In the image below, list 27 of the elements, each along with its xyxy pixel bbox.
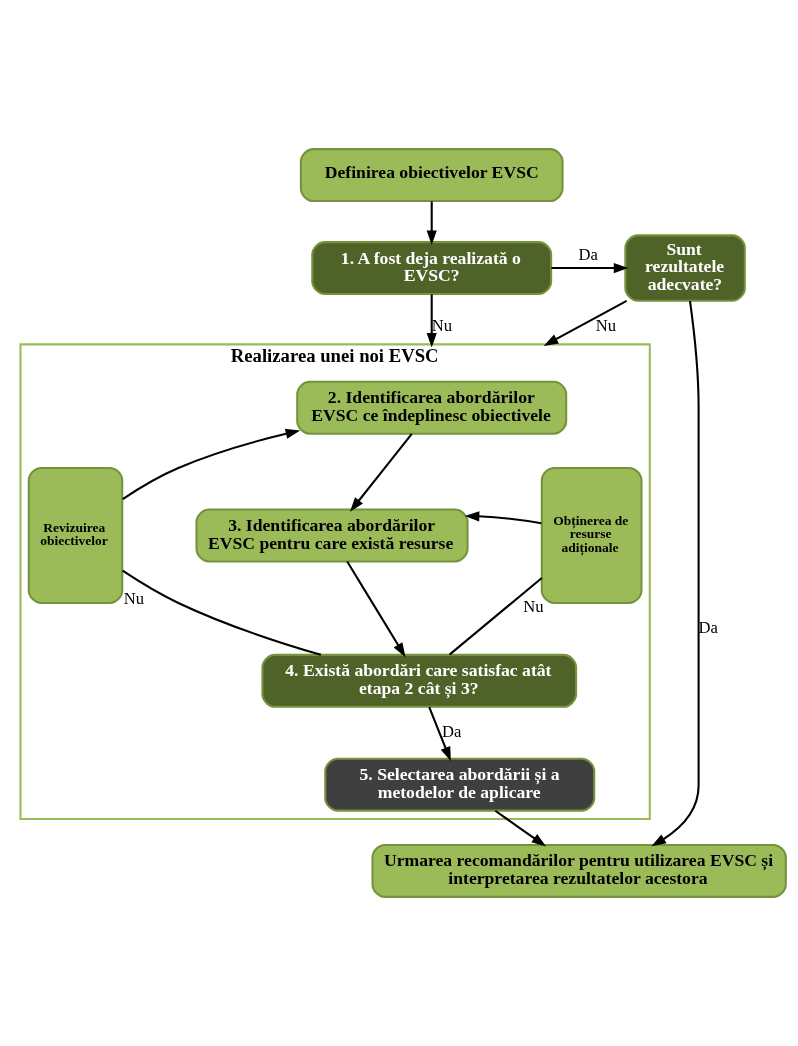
node-box: Obținerea de resurse adiționale bbox=[540, 466, 643, 604]
node-box: 1. A fost deja realizată o EVSC? bbox=[311, 241, 553, 296]
arrow bbox=[346, 560, 406, 658]
arrow bbox=[349, 433, 413, 512]
edge-label: Nu bbox=[123, 588, 145, 608]
connector bbox=[122, 569, 322, 656]
arrow bbox=[651, 300, 700, 847]
arrow bbox=[426, 294, 437, 348]
node-box: Urmarea recomandărilor pentru utilizarea EVSC și interpretarea rezultatelor acestora bbox=[371, 843, 787, 898]
arrow bbox=[464, 511, 542, 525]
arrow bbox=[543, 299, 628, 346]
edge-label: Da bbox=[442, 721, 462, 741]
connector bbox=[448, 577, 543, 656]
arrow bbox=[426, 201, 437, 245]
edge-label: Nu bbox=[595, 315, 617, 335]
arrow bbox=[428, 706, 451, 762]
node-box: 2. Identificarea abordărilor EVSC ce îndeplinesc obiectivele bbox=[296, 380, 568, 435]
arrow bbox=[494, 809, 547, 847]
node-box: 4. Există abordări care satisfac atât etapa 2 cât și 3? bbox=[261, 653, 578, 708]
node-box: 5. Selectarea abordării și a metodelor de aplicare bbox=[324, 757, 596, 812]
arrow bbox=[551, 262, 629, 274]
node-box: Sunt rezultatele adecvate? bbox=[624, 234, 746, 302]
node-box: Revizuirea obiectivelor bbox=[27, 466, 124, 604]
edge-label: Da bbox=[578, 244, 598, 264]
node-box: Definirea obiectivelor EVSC bbox=[299, 148, 564, 203]
arrow bbox=[122, 428, 301, 500]
node-box: 3. Identificarea abordărilor EVSC pentru care există resurse bbox=[195, 508, 469, 563]
